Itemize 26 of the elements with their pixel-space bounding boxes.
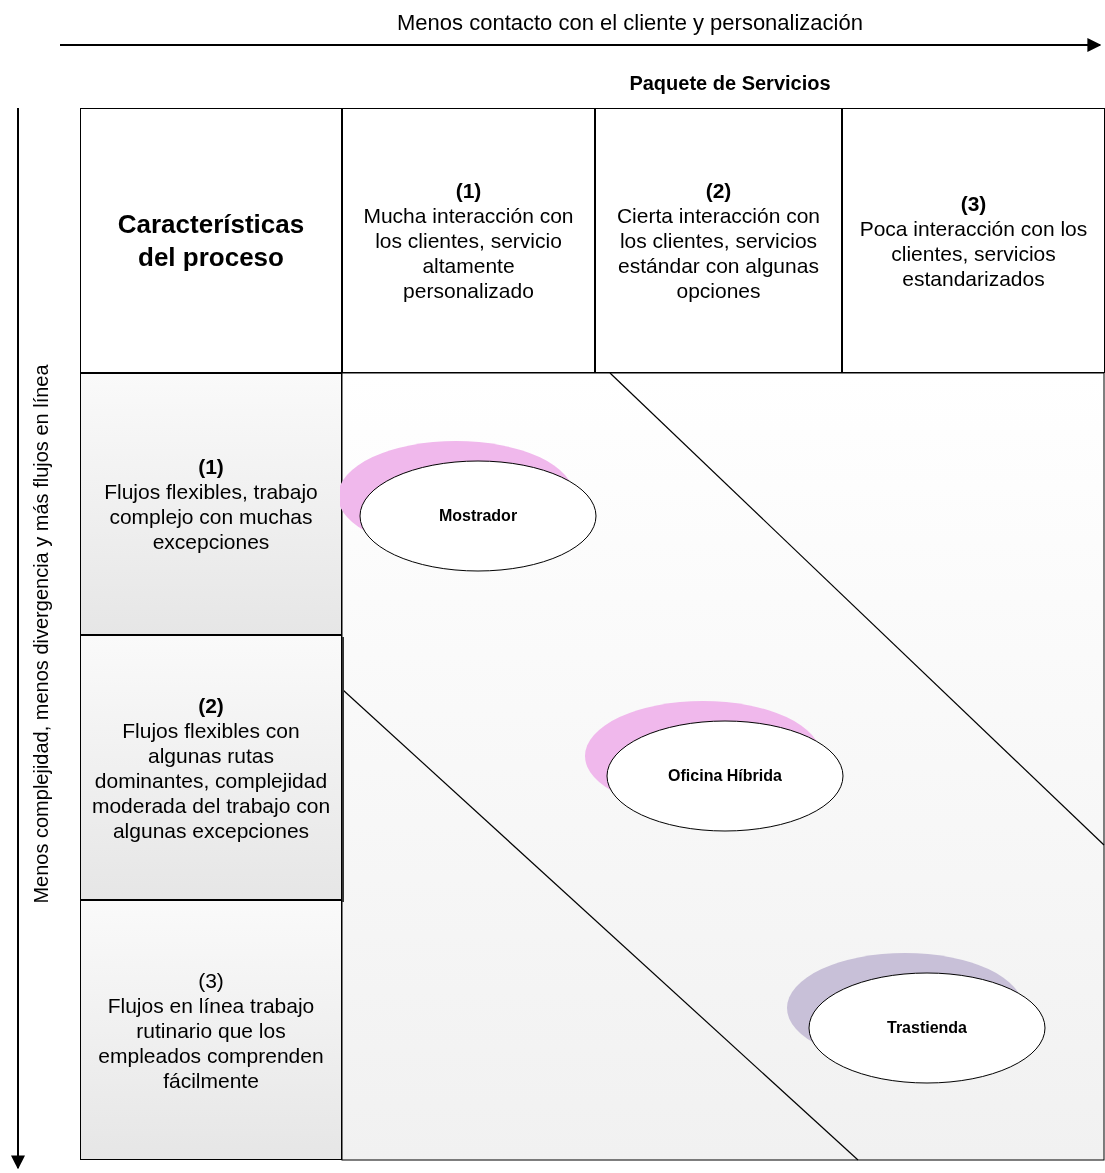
description: Cierta interacción con los clientes, servicios estándar con algunas opciones bbox=[615, 203, 822, 303]
axis-title: Menos contacto con el cliente y personalización bbox=[397, 10, 863, 36]
description: Mucha interacción con los clientes, servicio altamente personalizado bbox=[362, 203, 575, 303]
heading: Características del proceso bbox=[116, 207, 306, 274]
level-number: (3) bbox=[198, 967, 224, 993]
description: Flujos flexibles con algunas rutas dominantes, complejidad moderada del trabajo con algunas excepciones bbox=[91, 717, 331, 843]
level-number: (3) bbox=[960, 190, 987, 216]
table-cell bbox=[342, 108, 595, 373]
level-number: (1) bbox=[198, 454, 224, 479]
level-number: (2) bbox=[705, 178, 732, 203]
axis-title: Menos complejidad, menos divergencia y más flujos en línea bbox=[29, 364, 53, 904]
level-number: (1) bbox=[455, 178, 482, 203]
group-heading: Paquete de Servicios bbox=[629, 72, 831, 95]
table-cell bbox=[80, 900, 342, 1160]
table-cell bbox=[595, 108, 842, 373]
description: Poca interacción con los clientes, servicios estandarizados bbox=[858, 215, 1089, 291]
ellipse-label: Oficina Híbrida bbox=[667, 766, 783, 786]
table-cell bbox=[80, 373, 342, 635]
ellipse-label: Mostrador bbox=[437, 506, 519, 526]
description: Flujos en línea trabajo rutinario que los empleados comprenden fácilmente bbox=[97, 992, 325, 1093]
table-cell bbox=[80, 635, 342, 900]
description: Flujos flexibles, trabajo complejo con muchas excepciones bbox=[103, 479, 319, 554]
level-number: (2) bbox=[198, 692, 224, 718]
ellipse-label: Trastienda bbox=[886, 1018, 968, 1038]
header-cell bbox=[80, 108, 342, 373]
table-cell bbox=[842, 108, 1105, 373]
